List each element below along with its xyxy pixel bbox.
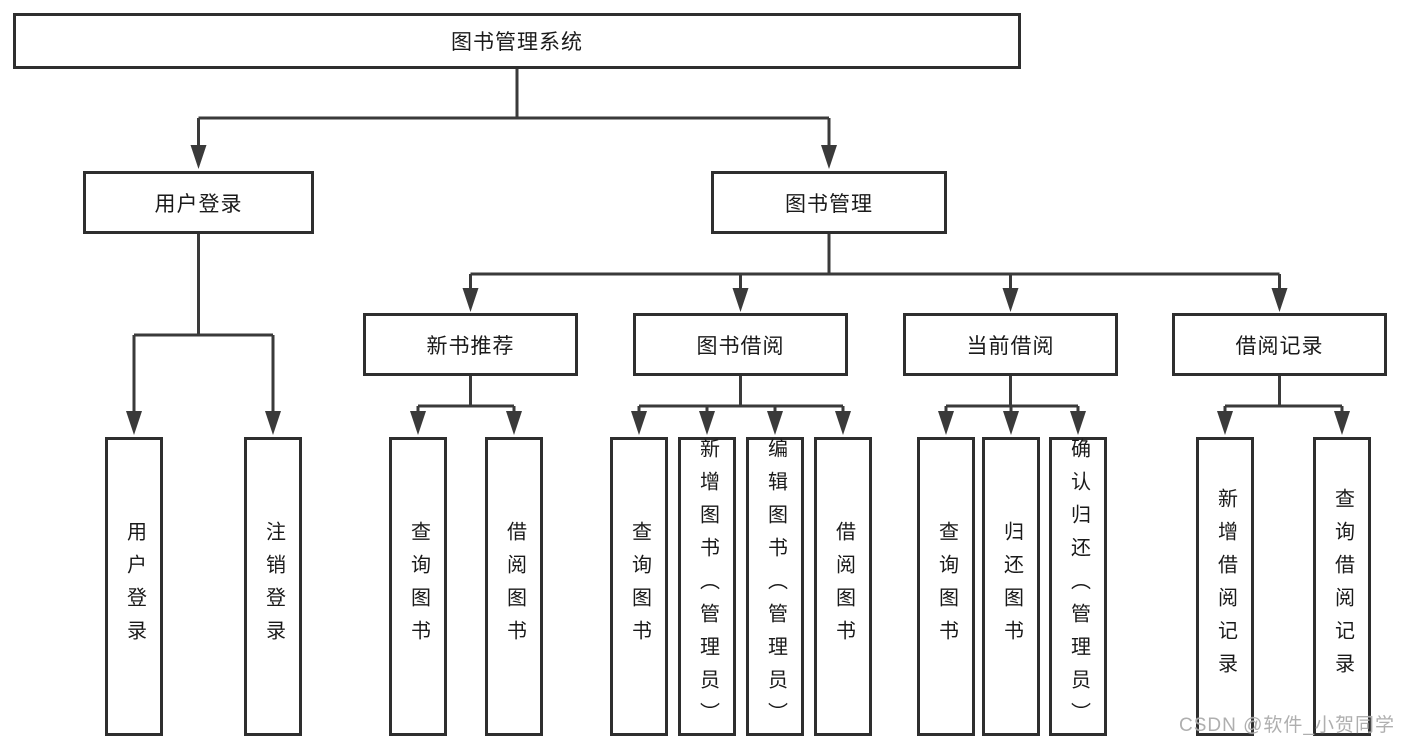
leaf-add-borrow-record: 新增借阅记录 <box>1196 437 1254 736</box>
leaf-query-books-current: 查询图书 <box>917 437 975 736</box>
leaf-borrow-books: 借阅图书 <box>814 437 872 736</box>
arrowhead-icon <box>1271 288 1288 312</box>
arrowhead-icon <box>938 411 954 435</box>
node-label: 图书管理系统 <box>451 31 583 54</box>
leaf-label: 用户登录 <box>123 520 146 653</box>
arrowhead-icon <box>699 411 715 435</box>
leaf-label: 查询图书 <box>407 520 430 653</box>
leaf-label: 查询图书 <box>935 520 958 653</box>
node-label: 用户登录 <box>154 192 243 216</box>
connector-borrow-records-branch <box>1223 376 1344 420</box>
node-label: 图书借阅 <box>696 334 785 358</box>
leaf-add-book-admin: 新增图书（管理员） <box>678 437 736 736</box>
arrowhead-icon <box>462 288 479 312</box>
node-library-system: 图书管理系统 <box>13 13 1021 69</box>
leaf-borrow-books-recommend: 借阅图书 <box>485 437 543 736</box>
node-current-borrow: 当前借阅 <box>903 313 1118 376</box>
leaf-user-login: 用户登录 <box>105 437 163 736</box>
arrowhead-icon <box>732 288 749 312</box>
arrowhead-icon <box>631 411 647 435</box>
leaf-label: 确认归还（管理员） <box>1067 438 1090 735</box>
connector-new-book-branch <box>416 376 516 420</box>
arrowhead-icon <box>1334 411 1350 435</box>
node-new-book-recommend: 新书推荐 <box>363 313 578 376</box>
leaf-label: 新增图书（管理员） <box>696 438 719 735</box>
connector-book-mgmt-branch <box>469 234 1281 295</box>
leaf-label: 借阅图书 <box>832 520 855 653</box>
arrowhead-icon <box>506 411 522 435</box>
node-borrow-records: 借阅记录 <box>1172 313 1387 376</box>
node-user-login: 用户登录 <box>83 171 314 234</box>
arrowhead-icon <box>1217 411 1233 435</box>
arrowhead-icon <box>1002 288 1019 312</box>
csdn-watermark: CSDN @软件_小贺同学 <box>1179 715 1395 736</box>
leaf-label: 新增借阅记录 <box>1214 487 1237 686</box>
leaf-query-books-recommend: 查询图书 <box>389 437 447 736</box>
node-book-borrow: 图书借阅 <box>633 313 848 376</box>
arrowhead-icon <box>190 145 207 169</box>
arrowhead-icon <box>410 411 426 435</box>
arrowhead-icon <box>126 411 142 435</box>
node-label: 借阅记录 <box>1235 334 1324 358</box>
node-label: 当前借阅 <box>966 334 1055 358</box>
arrowheads <box>126 145 1350 435</box>
leaf-confirm-return-admin: 确认归还（管理员） <box>1049 437 1107 736</box>
connector-user-login-branch <box>132 234 275 420</box>
connector-book-borrow-branch <box>637 376 845 420</box>
leaf-edit-book-admin: 编辑图书（管理员） <box>746 437 804 736</box>
leaf-query-books-borrow: 查询图书 <box>610 437 668 736</box>
connector-root-to-level2 <box>197 68 831 150</box>
arrowhead-icon <box>1003 411 1019 435</box>
leaf-logout: 注销登录 <box>244 437 302 736</box>
arrowhead-icon <box>835 411 851 435</box>
leaf-return-book: 归还图书 <box>982 437 1040 736</box>
arrowhead-icon <box>821 145 837 169</box>
leaf-label: 查询图书 <box>628 520 651 653</box>
node-label: 图书管理 <box>785 192 873 216</box>
arrowhead-icon <box>767 411 783 435</box>
leaf-label: 注销登录 <box>262 520 285 653</box>
leaf-label: 借阅图书 <box>503 520 526 653</box>
node-book-management: 图书管理 <box>711 171 947 234</box>
arrowhead-icon <box>1070 411 1086 435</box>
leaf-label: 编辑图书（管理员） <box>764 438 787 735</box>
node-label: 新书推荐 <box>426 334 515 358</box>
arrowhead-icon <box>265 411 281 435</box>
leaf-label: 归还图书 <box>1000 520 1023 653</box>
leaf-query-borrow-record: 查询借阅记录 <box>1313 437 1371 736</box>
leaf-label: 查询借阅记录 <box>1331 487 1354 686</box>
